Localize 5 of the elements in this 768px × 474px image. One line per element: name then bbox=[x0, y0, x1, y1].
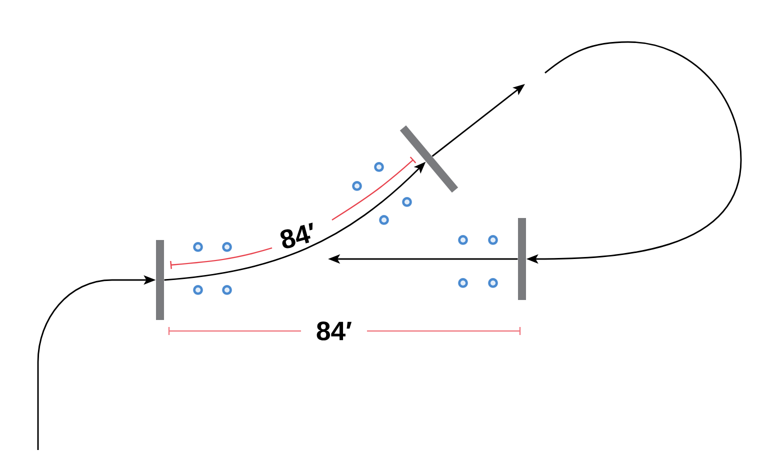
barrier-bar bbox=[156, 240, 164, 320]
dimension-label: 84′ bbox=[316, 322, 352, 340]
barrier-bar bbox=[400, 125, 458, 193]
dimension-label: 84′ bbox=[280, 222, 313, 248]
barrier-bar bbox=[518, 218, 526, 300]
